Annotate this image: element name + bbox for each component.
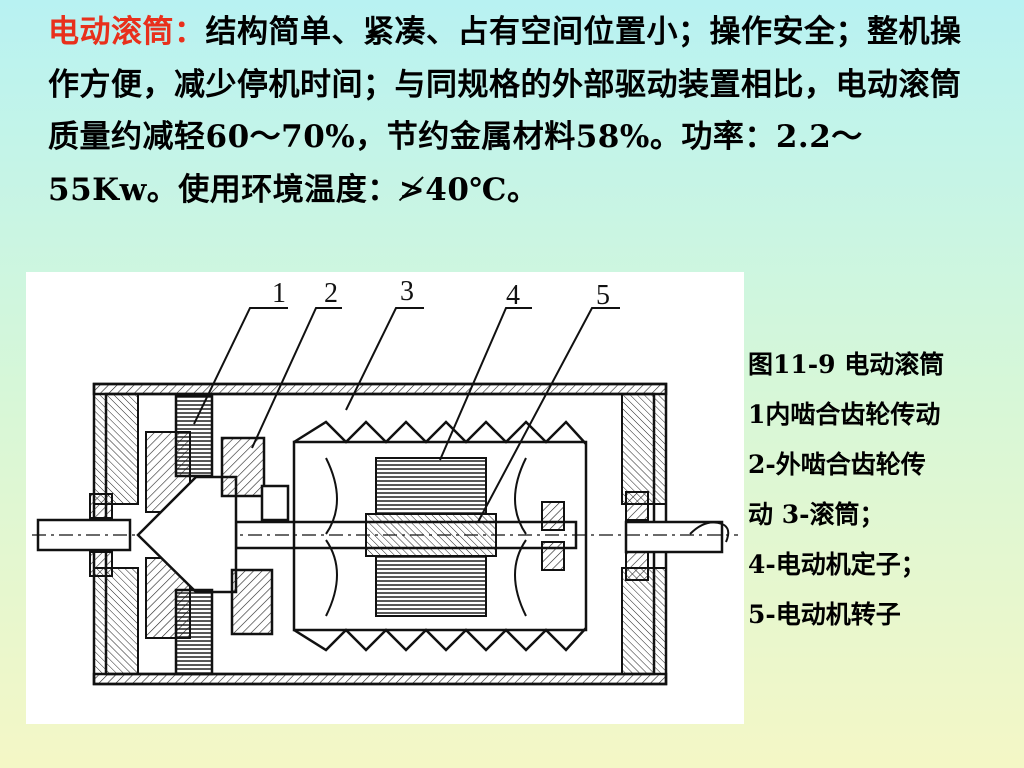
callout-5: 5 [596,280,610,311]
intro-highlight-term: 电动滚筒： [48,14,206,50]
callout-leaders [193,307,620,523]
internal-gear-drive [136,394,238,676]
motor-rotor [325,457,527,617]
caption-line: 5-电动机转子 [748,600,901,629]
external-gear-drive [220,436,290,636]
drum-diagram-svg: 1 2 3 4 5 [32,276,738,686]
callout-labels: 1 2 3 4 5 [272,276,610,311]
terminal-box [689,521,730,543]
callout-4: 4 [506,280,520,311]
figure-caption: 图11-9 电动滚筒 1内啮合齿轮传动 2-外啮合齿轮传 动 3-滚筒； 4-电… [748,340,1018,640]
caption-line: 动 3-滚筒； [748,500,885,529]
callout-1: 1 [272,278,286,309]
callout-3: 3 [400,276,414,307]
caption-line: 1内啮合齿轮传动 [748,400,941,429]
intro-paragraph: 电动滚筒：结构简单、紧凑、占有空间位置小；操作安全；整机操作方便，减少停机时间；… [48,6,978,216]
bearings [89,491,649,581]
right-end-cover [621,393,667,675]
caption-line: 4-电动机定子； [748,550,926,579]
motor-housing [292,420,588,652]
motor-stator [375,457,487,617]
intro-body-text: 结构简单、紧凑、占有空间位置小；操作安全；整机操作方便，减少停机时间；与同规格的… [48,14,962,208]
callout-2: 2 [324,278,338,309]
drum-cross-section-figure: 1 2 3 4 5 [26,272,744,724]
caption-line: 图11-9 电动滚筒 [748,350,945,379]
caption-line: 2-外啮合齿轮传 [748,450,926,479]
